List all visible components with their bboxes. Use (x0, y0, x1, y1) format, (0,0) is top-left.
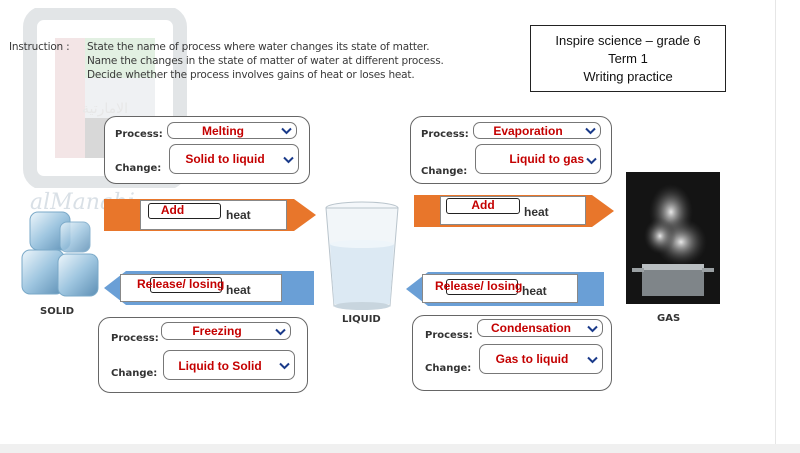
change-label: Change: (111, 368, 158, 379)
condensation-change-value: Gas to liquid (495, 352, 569, 366)
chevron-down-icon (283, 156, 294, 164)
card-condensation: Process: Condensation Change: Gas to liq… (412, 315, 612, 391)
card-freezing: Process: Freezing Change: Liquid to Soli… (98, 317, 308, 393)
freezing-process-select[interactable]: Freezing (161, 322, 291, 340)
freezing-process-value: Freezing (192, 324, 242, 338)
water-glass-icon (325, 201, 399, 310)
arrow-inner-box (120, 274, 282, 302)
change-label: Change: (425, 363, 472, 374)
boiling-pot-icon (626, 172, 720, 304)
chevron-down-icon (281, 127, 292, 135)
solid-liquid-heat-answer[interactable]: Add (148, 203, 221, 219)
freezing-change-select[interactable]: Liquid to Solid (163, 350, 295, 380)
change-label: Change: (421, 166, 468, 177)
process-label: Process: (115, 129, 163, 140)
instruction-block: Instruction : State the name of process w… (9, 40, 444, 82)
melting-change-value: Solid to liquid (185, 152, 265, 166)
worksheet-page: الامارتية alManahj Instruction :State th… (9, 0, 776, 453)
liquid-gas-heat-answer[interactable]: Add (446, 198, 520, 214)
condensation-process-value: Condensation (491, 321, 571, 335)
info-type: Writing practice (583, 69, 673, 84)
watermark-arabic: الامارتية (82, 101, 128, 117)
freezing-change-value: Liquid to Solid (178, 359, 262, 373)
state-gas: GAS (657, 313, 681, 324)
chevron-down-icon (586, 157, 597, 165)
condensation-change-select[interactable]: Gas to liquid (479, 344, 603, 374)
info-grade: Inspire science – grade 6 (555, 33, 701, 48)
info-box: Inspire science – grade 6 Term 1 Writing… (530, 25, 726, 92)
process-label: Process: (425, 330, 473, 341)
evaporation-process-select[interactable]: Evaporation (473, 122, 601, 139)
chevron-down-icon (587, 325, 598, 333)
process-label: Process: (111, 333, 159, 344)
melting-change-select[interactable]: Solid to liquid (169, 144, 299, 174)
gas-liquid-heat-answer[interactable]: Release/ losing (435, 279, 522, 295)
instruction-line-1: State the name of process where water ch… (87, 41, 430, 53)
instruction-label: Instruction : (9, 41, 70, 53)
melting-process-value: Melting (202, 124, 244, 138)
evaporation-change-select[interactable]: Liquid to gas (475, 144, 601, 174)
card-melting: Process: Melting Change: Solid to liquid (104, 116, 310, 184)
ice-cubes-icon (21, 211, 99, 297)
liquid-solid-heat-answer-text: Release/ losing (137, 277, 225, 291)
chevron-down-icon (587, 356, 598, 364)
arrow-inner-box (422, 274, 578, 303)
card-evaporation: Process: Evaporation Change: Liquid to g… (410, 116, 612, 184)
solid-liquid-heat-answer-text: Add (160, 203, 185, 217)
arrow-inner-box (440, 196, 586, 225)
evaporation-process-value: Evaporation (493, 124, 563, 138)
chevron-down-icon (585, 127, 596, 135)
condensation-process-select[interactable]: Condensation (477, 319, 603, 337)
heat-word: heat (226, 208, 251, 222)
evaporation-change-value: Liquid to gas (509, 152, 584, 166)
chevron-down-icon (275, 328, 286, 336)
liquid-solid-heat-answer[interactable]: Release/ losing (137, 277, 224, 293)
chevron-down-icon (279, 362, 290, 370)
instruction-line-3: Decide whether the process involves gain… (87, 69, 415, 81)
state-liquid: LIQUID (342, 314, 381, 325)
process-label: Process: (421, 129, 469, 140)
bottom-scroll-strip (0, 444, 800, 453)
liquid-gas-heat-answer-text: Add (471, 198, 495, 212)
change-label: Change: (115, 163, 162, 174)
gas-liquid-heat-answer-text: Release/ losing (435, 279, 523, 293)
arrow-inner-box (140, 200, 287, 230)
melting-process-select[interactable]: Melting (167, 122, 297, 139)
info-term: Term 1 (608, 51, 648, 66)
heat-word: heat (226, 283, 251, 297)
heat-word: heat (524, 205, 549, 219)
instruction-line-2: Name the changes in the state of matter … (87, 55, 444, 67)
heat-word: heat (522, 284, 547, 298)
state-solid: SOLID (40, 306, 75, 317)
